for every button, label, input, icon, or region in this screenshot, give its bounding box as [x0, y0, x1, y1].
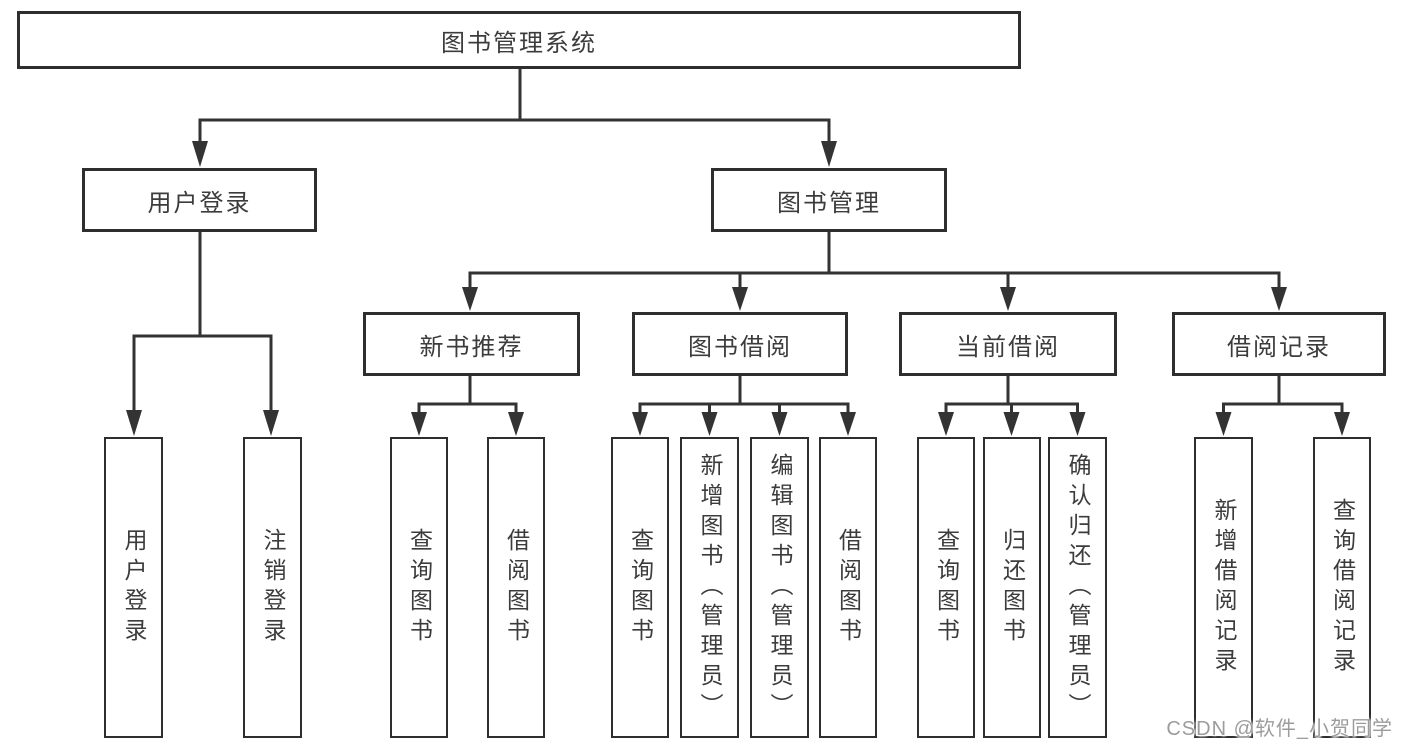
arrowhead [263, 410, 279, 436]
leaf-current-confirm-return-admin: 确认归还（管理员） [1048, 437, 1107, 738]
leaf-borrowing-add-book-admin: 新增图书（管理员） [680, 437, 739, 738]
arrowhead [192, 141, 208, 167]
leaf-recommend-query-book: 查询图书 [390, 437, 448, 738]
arrowhead [1000, 287, 1016, 311]
node-label: 用户登录 [147, 189, 252, 217]
leaf-records-add-record: 新增借阅记录 [1194, 437, 1253, 738]
connector-current-to-leaves [944, 374, 1079, 413]
leaf-current-query-book: 查询图书 [917, 437, 975, 738]
leaf-borrowing-edit-book-admin: 编辑图书（管理员） [750, 437, 809, 738]
leaf-borrowing-query-book: 查询图书 [611, 437, 669, 738]
node-label: 图书管理系统 [441, 29, 597, 57]
node-label: 新书推荐 [419, 333, 524, 361]
leaf-user-login: 用户登录 [104, 437, 163, 738]
arrowhead [411, 412, 427, 436]
node-label: 当前借阅 [956, 333, 1060, 361]
leaf-label: 查询图书 [406, 527, 433, 648]
arrowhead [732, 287, 748, 311]
leaf-label: 借阅图书 [835, 527, 862, 648]
arrowhead [462, 287, 478, 311]
leaf-label: 查询图书 [933, 527, 960, 648]
connector-root-to-level2 [198, 69, 831, 143]
node-book-borrowing: 图书借阅 [632, 312, 848, 376]
arrowhead [508, 412, 524, 436]
node-root-library-management-system: 图书管理系统 [17, 11, 1021, 69]
arrowhead [701, 412, 718, 436]
leaf-borrowing-borrow-book: 借阅图书 [819, 437, 877, 738]
arrowhead [1215, 412, 1232, 436]
leaf-label: 新增借阅记录 [1211, 497, 1237, 678]
leaf-label: 查询图书 [627, 527, 654, 648]
node-book-management: 图书管理 [711, 168, 947, 232]
arrowhead [771, 412, 788, 436]
node-borrowing-records: 借阅记录 [1172, 312, 1386, 376]
leaf-current-return-book: 归还图书 [983, 437, 1041, 738]
leaf-label: 编辑图书（管理员） [767, 452, 793, 723]
node-label: 图书管理 [777, 189, 881, 217]
leaf-label: 确认归还（管理员） [1065, 452, 1091, 723]
connector-user-login-to-leaves [132, 232, 273, 413]
leaf-logout-login: 注销登录 [243, 437, 302, 738]
arrowhead [1334, 412, 1350, 436]
arrowhead [840, 412, 856, 436]
leaf-label: 归还图书 [999, 527, 1026, 648]
arrowhead [1271, 287, 1287, 311]
leaf-label: 借阅图书 [503, 527, 530, 648]
csdn-watermark: CSDN @软件_小贺同学 [1166, 718, 1393, 740]
node-label: 借阅记录 [1227, 333, 1331, 361]
leaf-records-query-record: 查询借阅记录 [1313, 437, 1371, 738]
leaf-label: 注销登录 [260, 527, 286, 648]
leaf-label: 新增图书（管理员） [697, 452, 723, 723]
connector-records-to-leaves [1222, 374, 1344, 413]
node-label: 图书借阅 [688, 333, 792, 361]
node-new-book-recommend: 新书推荐 [363, 312, 580, 376]
connector-recommend-to-leaves [417, 374, 518, 413]
node-current-borrowing: 当前借阅 [899, 312, 1117, 376]
arrowhead [1003, 412, 1020, 436]
arrowhead [1069, 412, 1086, 436]
leaf-label: 用户登录 [121, 527, 147, 648]
arrowhead [821, 141, 837, 167]
arrowhead [632, 412, 648, 436]
leaf-label: 查询借阅记录 [1329, 497, 1356, 678]
node-user-login: 用户登录 [82, 168, 317, 232]
leaf-recommend-borrow-book: 借阅图书 [487, 437, 545, 738]
arrowhead [126, 410, 142, 436]
arrowhead [938, 412, 954, 436]
connector-borrowing-to-leaves [638, 374, 850, 413]
connector-book-management-to-modules [468, 232, 1281, 289]
